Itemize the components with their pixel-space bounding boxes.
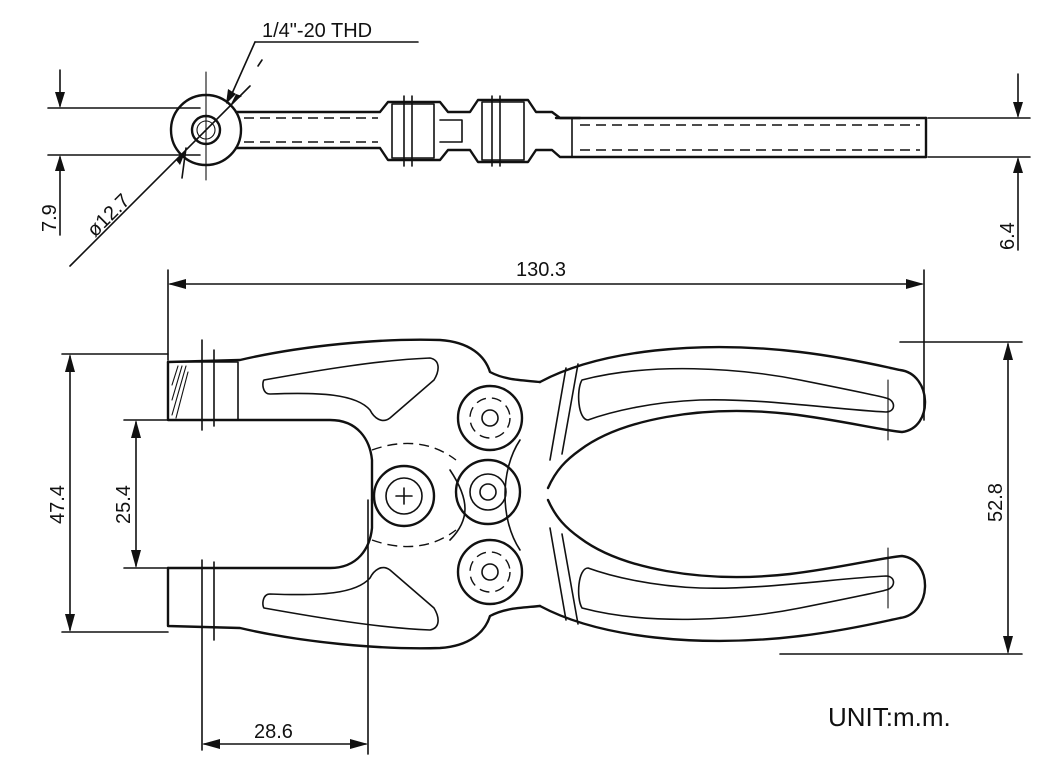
length-dimension: 130.3 — [167, 259, 925, 421]
side-view: 1/4"-20 THD ø12.7 7.9 6.4 — [39, 20, 1031, 267]
bottom-dimension: 28.6 — [202, 499, 369, 755]
dim-jaw-gap: 25.4 — [113, 485, 135, 524]
dim-outer-height: 47.4 — [47, 485, 69, 524]
top-view — [166, 338, 927, 751]
unit-label: UNIT:m.m. — [828, 702, 951, 732]
diameter-label: ø12.7 — [83, 190, 135, 242]
dim-side-left: 7.9 — [39, 204, 61, 232]
left-dimensions: 47.4 25.4 — [47, 353, 169, 633]
thread-label: 1/4"-20 THD — [262, 20, 372, 42]
dim-jaw-length: 28.6 — [254, 721, 293, 743]
dim-side-right: 6.4 — [997, 222, 1019, 250]
dim-length: 130.3 — [516, 259, 566, 281]
dim-handle-span: 52.8 — [985, 483, 1007, 522]
right-dimension: 52.8 — [779, 341, 1023, 655]
